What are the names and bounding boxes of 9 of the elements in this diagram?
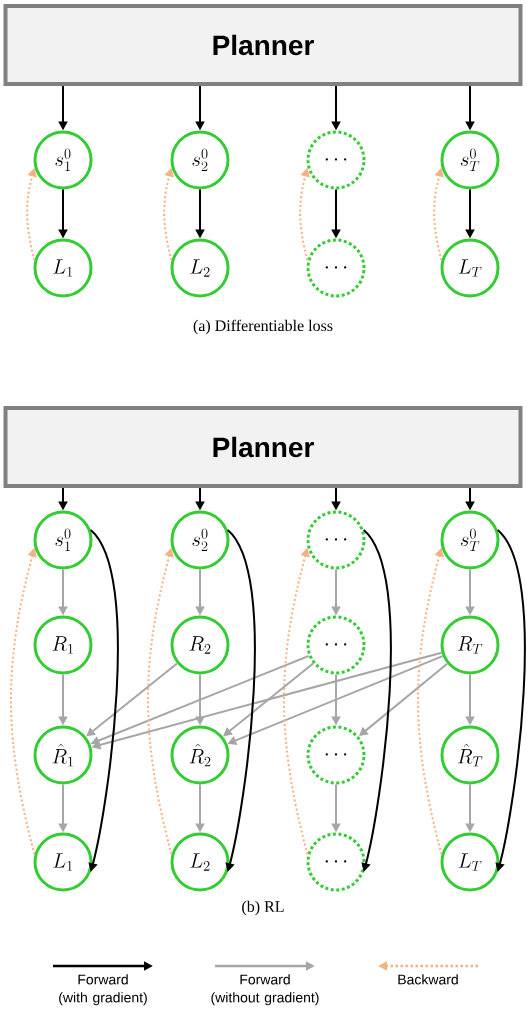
legend-label: Forward (without gradient) xyxy=(211,974,319,1006)
planner-box: Planner xyxy=(3,4,523,86)
planner-box: Planner xyxy=(3,406,523,488)
legend-label: Backward xyxy=(398,974,458,985)
legend-label: Forward (with gradient) xyxy=(59,974,147,1006)
arrow xyxy=(86,662,178,737)
arrow xyxy=(223,662,315,737)
caption: (b) RL xyxy=(242,900,284,916)
caption: (a) Differentiable loss xyxy=(193,319,333,335)
